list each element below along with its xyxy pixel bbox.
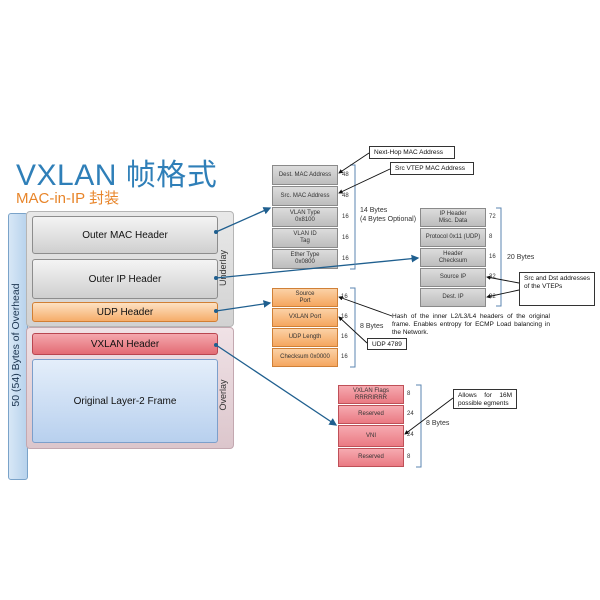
field-line: Reserved (358, 454, 384, 460)
udp-field: UDP Length (272, 328, 338, 347)
vni-callout: Allows for 16M possible egments (453, 389, 517, 409)
mac-dot (214, 230, 218, 234)
bytes-line: 14 Bytes (360, 207, 388, 214)
ip-field: Protocol 0x11 (UDP) (420, 228, 486, 247)
field-line: Port (299, 297, 311, 304)
hash-pointer (338, 296, 393, 317)
field-line: Reserved (358, 411, 384, 417)
ip-arrow (215, 254, 420, 279)
field-line: VXLAN Flags (352, 387, 389, 394)
mac-field: Dest. MAC Address (272, 165, 338, 185)
bit-count: 24 (407, 432, 414, 438)
bit-count: 48 (342, 193, 349, 199)
src-vtep-pointer (338, 168, 391, 194)
field-line: Checksum (438, 257, 468, 264)
udp-dot (214, 309, 218, 313)
bytes-line: (4 Bytes Optional) (360, 216, 417, 223)
bit-count: 16 (342, 214, 349, 220)
udp-arrow (215, 300, 272, 312)
vxlan-field: VNI (338, 425, 404, 447)
bit-count: 8 (489, 234, 493, 240)
bit-count: 32 (489, 274, 496, 280)
bit-count: 16 (341, 294, 348, 300)
bit-count: 16 (341, 314, 348, 320)
bit-count: 16 (341, 334, 348, 340)
bit-count: 48 (342, 172, 349, 178)
mac-bracket (350, 164, 356, 270)
dst-ip-pointer (486, 289, 520, 299)
udp-port-pointer (338, 316, 368, 344)
udp-bracket (350, 287, 356, 368)
vxlan-arrow (215, 344, 338, 426)
field-line: Header (443, 250, 463, 257)
src-vtep-callout: Src VTEP MAC Address (390, 162, 474, 175)
vxlan-bytes-note: 8 Bytes (426, 420, 450, 427)
field-line: Protocol 0x11 (UDP) (425, 234, 481, 240)
field-line: Dest. MAC Address (278, 171, 332, 178)
field-line: Tag (300, 238, 310, 244)
original-frame: Original Layer-2 Frame (32, 359, 218, 443)
mac-arrow (215, 207, 272, 233)
field-line: VLAN Type (289, 210, 321, 216)
vni-pointer (404, 397, 454, 435)
field-line: VNI (365, 432, 376, 439)
field-line: 0x8100 (295, 217, 315, 223)
ip-bracket (496, 207, 502, 307)
next-hop-callout: Next-Hop MAC Address (369, 146, 455, 159)
bit-count: 24 (407, 411, 414, 417)
vxlan-field: Reserved (338, 448, 404, 467)
field-line: Checksum 0x0000 (280, 354, 330, 360)
hash-note: Hash of the inner L2/L3/L4 headers of th… (392, 313, 550, 336)
bit-count: 8 (407, 454, 411, 460)
ip-field: Source IP (420, 268, 486, 287)
ip-dot (214, 276, 218, 280)
field-line: UDP Length (288, 334, 322, 340)
src-ip-pointer (486, 275, 520, 284)
field-line: Ether Type (290, 252, 320, 258)
field-line: Dest. IP (442, 294, 464, 300)
field-line: RRRRIRRR (355, 394, 387, 401)
udp-port-callout: UDP 4789 (367, 338, 407, 350)
udp-field: VXLAN Port (272, 308, 338, 327)
field-line: VXLAN Port (288, 314, 322, 320)
field-line: VLAN ID (293, 231, 317, 237)
field-line: Source IP (439, 274, 467, 280)
vxlan-dot (214, 343, 218, 347)
vxlan-bracket (416, 384, 422, 468)
field-line: 0x0800 (295, 259, 315, 265)
udp-field: Checksum 0x0000 (272, 348, 338, 367)
bit-count: 8 (407, 391, 411, 397)
field-line: Src. MAC Address (280, 192, 330, 199)
page-subtitle: MAC-in-IP 封装 (16, 190, 120, 207)
page-title: VXLAN 帧格式 (16, 159, 218, 192)
udp-header: UDP Header (32, 302, 218, 322)
field-line: Source (295, 290, 315, 297)
outer-mac-header: Outer MAC Header (32, 216, 218, 254)
field-line: IP Header (439, 210, 467, 217)
udp-bytes-note: 8 Bytes (360, 323, 384, 330)
field-line: Misc. Data (438, 217, 468, 224)
vxlan-field: Reserved (338, 405, 404, 424)
bit-count: 16 (341, 354, 348, 360)
ip-field: Dest. IP (420, 288, 486, 307)
bit-count: 32 (489, 294, 496, 300)
src-dst-callout: Src and Dst addresses of the VTEPs (519, 272, 595, 306)
mac-bytes-note: 14 Bytes (4 Bytes Optional) (360, 206, 416, 224)
bit-count: 72 (489, 214, 496, 220)
mac-field: Src. MAC Address (272, 186, 338, 206)
bit-count: 16 (489, 254, 496, 260)
ip-bytes-note: 20 Bytes (507, 254, 535, 261)
bit-count: 16 (342, 235, 349, 241)
bit-count: 16 (342, 256, 349, 262)
next-hop-pointer (338, 152, 370, 174)
